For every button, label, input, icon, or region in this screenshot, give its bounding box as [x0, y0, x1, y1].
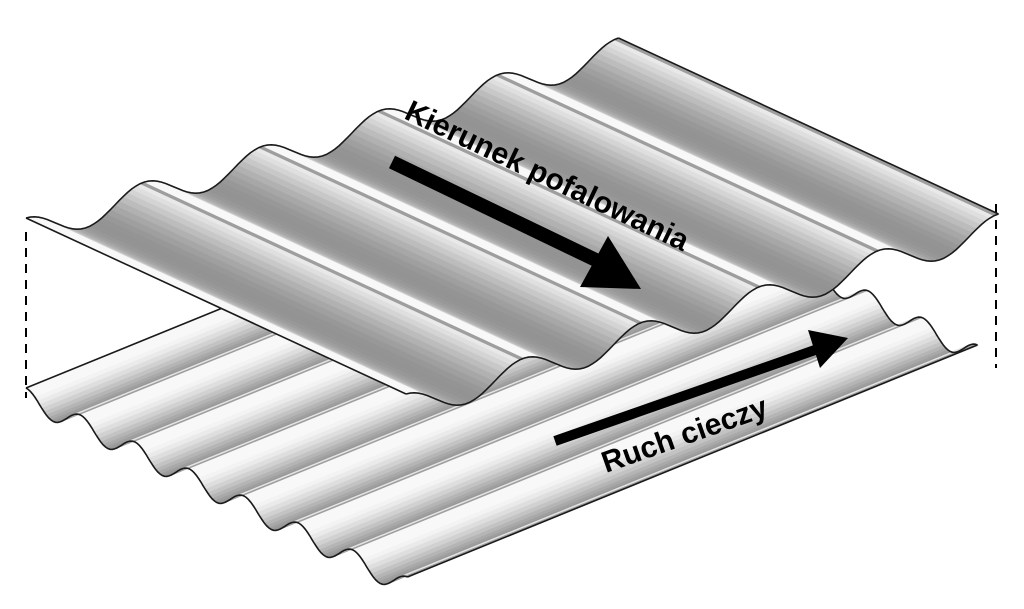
fluid-arrow-head: [808, 330, 848, 368]
sheet-side-edge-end: [618, 37, 999, 215]
corrugation-arrow-head: [580, 236, 641, 289]
sheet-back-edge: [405, 213, 999, 407]
sheet-front-edge: [25, 387, 408, 586]
fluid-arrow-shaft: [553, 345, 817, 446]
sheet-front-edge: [25, 37, 619, 231]
corrugation-direction-arrow: [388, 155, 641, 289]
corrugation-arrow-shaft: [388, 155, 604, 269]
sheet-side-edge-end: [407, 344, 978, 578]
fluid-motion-arrow: [553, 330, 848, 446]
sheet-side-edge-start: [25, 217, 407, 395]
top-corrugated-sheet: [24, 37, 1000, 407]
